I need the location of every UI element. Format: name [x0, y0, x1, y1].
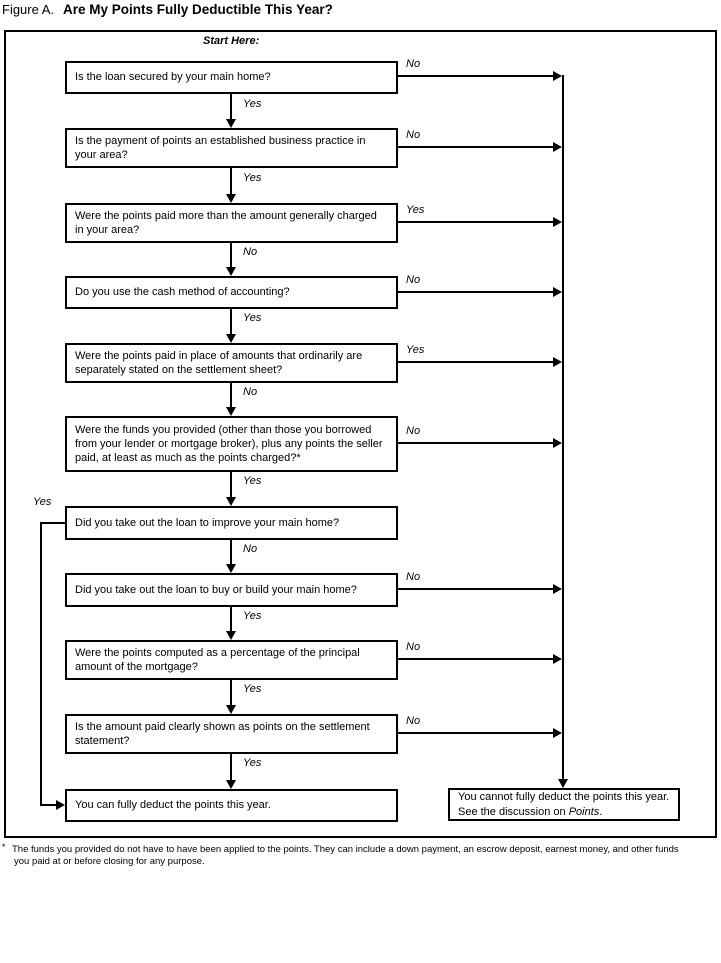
arrowhead-down-icon: [226, 780, 236, 789]
connector-down-line: [230, 94, 232, 119]
question-box-2: Is the payment of points an established …: [65, 128, 398, 168]
collector-line: [562, 75, 564, 779]
down-branch-label: No: [243, 246, 258, 258]
connector-left-line: [40, 522, 65, 524]
connector-down-line: [230, 754, 232, 780]
connector-right-line: [398, 442, 553, 444]
arrowhead-down-icon: [558, 779, 568, 788]
question-text: Did you take out the loan to improve you…: [75, 516, 340, 529]
question-box-8: Did you take out the loan to buy or buil…: [65, 573, 398, 607]
question-text: Were the funds you provided (other than …: [75, 423, 383, 465]
arrowhead-down-icon: [226, 705, 236, 714]
arrowhead-down-icon: [226, 119, 236, 128]
arrowhead-down-icon: [226, 334, 236, 343]
connector-down-line: [230, 243, 232, 267]
connector-right-line: [398, 75, 553, 77]
result-box-not-deductible: You cannot fully deduct the points this …: [448, 788, 680, 821]
arrowhead-down-icon: [226, 497, 236, 506]
question-text: Were the points paid in place of amounts…: [75, 349, 363, 376]
side-branch-label: No: [406, 571, 421, 583]
arrowhead-right-icon: [553, 584, 562, 594]
points-reference: Points: [568, 805, 600, 818]
arrowhead-down-icon: [226, 267, 236, 276]
figure-label: Figure A.: [2, 2, 55, 17]
question-text: Did you take out the loan to buy or buil…: [75, 583, 357, 596]
connector-down-line: [230, 168, 232, 194]
question-box-10: Is the amount paid clearly shown as poin…: [65, 714, 398, 754]
connector-down-line: [230, 383, 232, 407]
arrowhead-right-icon: [553, 357, 562, 367]
arrowhead-right-icon: [553, 217, 562, 227]
result-box-deductible: You can fully deduct the points this yea…: [65, 789, 398, 822]
arrowhead-right-icon: [553, 71, 562, 81]
side-branch-label: Yes: [406, 204, 425, 216]
side-branch-label: No: [406, 425, 421, 437]
side-branch-label: No: [406, 641, 421, 653]
side-branch-label: No: [406, 129, 421, 141]
arrowhead-right-icon: [56, 800, 65, 810]
down-branch-label: Yes: [243, 757, 262, 769]
arrowhead-right-icon: [553, 287, 562, 297]
question-box-5: Were the points paid in place of amounts…: [65, 343, 398, 383]
footnote-line-1: *The funds you provided do not have to h…: [2, 842, 679, 855]
connector-left-line: [40, 804, 56, 806]
question-text: Is the loan secured by your main home?: [75, 71, 271, 84]
figure-title-text: Are My Points Fully Deductible This Year…: [63, 2, 333, 17]
arrowhead-down-icon: [226, 631, 236, 640]
arrowhead-down-icon: [226, 407, 236, 416]
question-box-6: Were the funds you provided (other than …: [65, 416, 398, 472]
arrowhead-down-icon: [226, 564, 236, 573]
result-text: You can fully deduct the points this yea…: [75, 799, 271, 812]
question-box-9: Were the points computed as a percentage…: [65, 640, 398, 680]
connector-down-line: [230, 540, 232, 564]
result-text: You cannot fully deduct the points this …: [458, 791, 670, 818]
page-title: Figure A. Are My Points Fully Deductible …: [2, 1, 333, 19]
down-branch-label: No: [243, 386, 258, 398]
footnote-line-2: you paid at or before closing for any pu…: [14, 855, 205, 867]
down-branch-label: Yes: [243, 172, 262, 184]
down-branch-label: Yes: [243, 312, 262, 324]
question-text: Were the points paid more than the amoun…: [75, 209, 377, 236]
question-text: Is the amount paid clearly shown as poin…: [75, 720, 370, 747]
connector-right-line: [398, 361, 553, 363]
side-branch-label: Yes: [406, 344, 425, 356]
down-branch-label: Yes: [243, 610, 262, 622]
question-box-3: Were the points paid more than the amoun…: [65, 203, 398, 243]
side-branch-label: No: [406, 274, 421, 286]
connector-right-line: [398, 732, 553, 734]
connector-right-line: [398, 658, 553, 660]
connector-down-line: [230, 607, 232, 631]
side-branch-label: No: [406, 715, 421, 727]
side-branch-label: Yes: [33, 496, 52, 508]
down-branch-label: Yes: [243, 683, 262, 695]
start-here-label: Start Here:: [203, 35, 260, 47]
connector-down-line: [230, 309, 232, 334]
question-text: Do you use the cash method of accounting…: [75, 286, 290, 299]
connector-right-line: [398, 588, 553, 590]
down-branch-label: Yes: [243, 98, 262, 110]
question-text: Is the payment of points an established …: [75, 134, 366, 161]
connector-right-line: [398, 221, 553, 223]
side-branch-label: No: [406, 58, 421, 70]
arrowhead-right-icon: [553, 438, 562, 448]
question-box-1: Is the loan secured by your main home?: [65, 61, 398, 94]
arrowhead-right-icon: [553, 728, 562, 738]
connector-right-line: [398, 291, 553, 293]
question-box-7: Did you take out the loan to improve you…: [65, 506, 398, 540]
connector-left-line: [40, 522, 42, 806]
question-text: Were the points computed as a percentage…: [75, 646, 360, 673]
arrowhead-right-icon: [553, 654, 562, 664]
arrowhead-right-icon: [553, 142, 562, 152]
connector-right-line: [398, 146, 553, 148]
footnote: *The funds you provided do not have to h…: [2, 842, 717, 867]
connector-down-line: [230, 680, 232, 705]
connector-down-line: [230, 472, 232, 497]
arrowhead-down-icon: [226, 194, 236, 203]
footnote-asterisk: *: [2, 842, 6, 852]
question-box-4: Do you use the cash method of accounting…: [65, 276, 398, 309]
down-branch-label: No: [243, 543, 258, 555]
down-branch-label: Yes: [243, 475, 262, 487]
